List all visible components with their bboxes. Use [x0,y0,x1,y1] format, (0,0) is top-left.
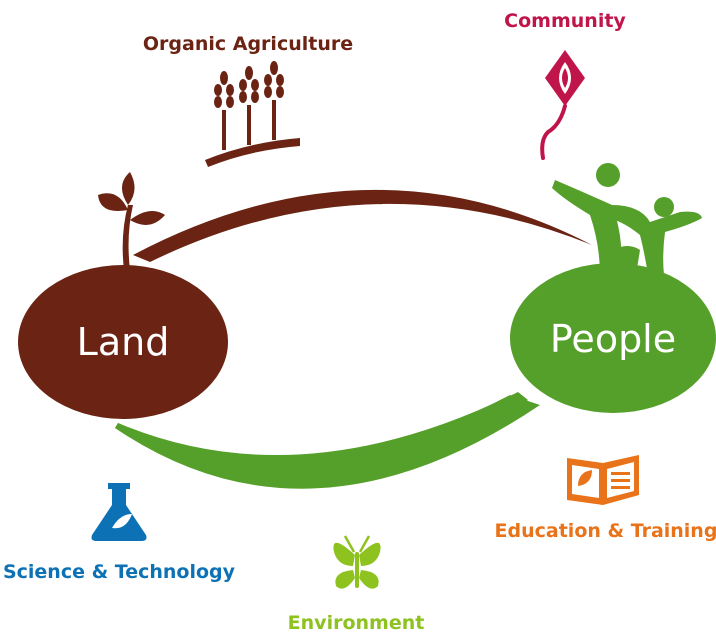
community-label: Community [504,10,626,32]
butterfly-icon [333,535,381,589]
book-icon [567,455,639,505]
sprout-icon [98,172,165,270]
environment-label: Environment [288,612,425,634]
people-node-label: People [550,317,676,361]
wheat-icon [205,61,300,167]
education-training-label: Education & Training [495,520,716,542]
kite-icon [540,50,585,160]
flask-icon [91,483,147,541]
land-to-people-arc [133,189,592,262]
land-node-label: Land [77,320,170,364]
people-figures-icon [552,163,702,275]
land-node [18,265,228,419]
people-node [510,263,716,413]
people-to-land-arc-fill [115,395,540,489]
organic-agriculture-label: Organic Agriculture [143,33,353,55]
science-technology-label: Science & Technology [3,561,236,583]
